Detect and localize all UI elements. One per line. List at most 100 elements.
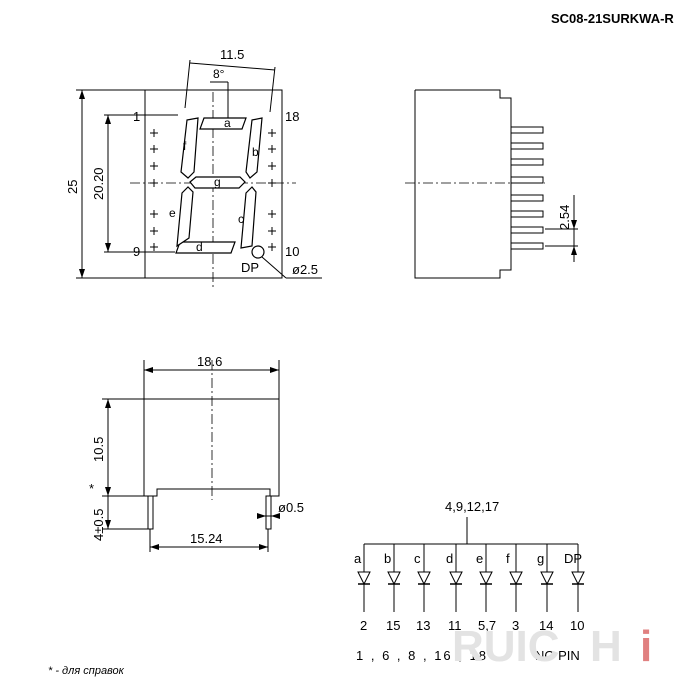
logo-text-b: H <box>590 622 622 671</box>
pd-arrow-left <box>257 513 266 519</box>
pin-9-label: 9 <box>133 244 140 259</box>
diode-DP: DP 10 <box>564 544 585 633</box>
diode-segment-label: d <box>446 551 453 566</box>
diode-segment-label: DP <box>564 551 582 566</box>
diode-e: e 5,7 <box>476 544 496 633</box>
diode-pin-label: 11 <box>448 618 462 633</box>
diode-segment-label: f <box>506 551 510 566</box>
pin-markers <box>150 129 276 251</box>
side-pin <box>510 210 544 218</box>
pin-plus-marker <box>268 162 276 170</box>
diode-segment-label: b <box>384 551 391 566</box>
common-pins-label: 4,9,12,17 <box>445 499 499 514</box>
side-pin <box>510 158 544 166</box>
pin-plus-marker <box>150 145 158 153</box>
footnote: * - для справок <box>48 665 125 677</box>
logo-text-c: i <box>640 622 652 671</box>
digit-arrow-bottom <box>105 243 111 252</box>
dp-dim-label: ø2.5 <box>292 262 318 277</box>
rs-arrow-right <box>259 544 268 550</box>
diode-pin-label: 5,7 <box>478 618 496 633</box>
digit-dim-label: 20.20 <box>91 167 106 200</box>
width-ext-right <box>269 66 276 113</box>
diode-segment-label: e <box>476 551 483 566</box>
seg-g-label: g <box>214 175 221 189</box>
bh-arrow-top <box>105 399 111 408</box>
pin-1-label: 1 <box>133 109 140 124</box>
segment-f <box>180 117 199 179</box>
decimal-point <box>251 245 265 259</box>
pin-plus-marker <box>268 145 276 153</box>
diode-c: c 13 <box>414 544 431 633</box>
bw-arrow-right <box>270 367 279 373</box>
bottom-pin-right <box>265 495 272 530</box>
nc-pins-label: 1 , 6 , 8 , 16 , 18 <box>356 648 488 663</box>
side-view: 2.54 <box>405 89 578 279</box>
diode-b: b 15 <box>384 544 401 633</box>
diode-d: d 11 <box>446 544 463 633</box>
seg-e-label: e <box>169 206 176 220</box>
diode-pin-label: 14 <box>539 618 553 633</box>
pin-10-label: 10 <box>285 244 299 259</box>
segment-g <box>189 176 246 189</box>
side-body-outline <box>414 89 512 279</box>
height-arrow-bottom <box>79 269 85 278</box>
rs-arrow-left <box>150 544 159 550</box>
diode-segment-label: c <box>414 551 421 566</box>
width-dim-label: 11.5 <box>220 47 244 62</box>
pin-plus-marker <box>150 129 158 137</box>
side-pins <box>510 126 544 250</box>
diode-pin-label: 13 <box>416 618 430 633</box>
dp-leader <box>261 256 287 279</box>
seg-f-label: f <box>183 139 187 153</box>
front-body-outline <box>144 89 283 279</box>
part-number-title: SC08-21SURKWA-R <box>551 11 674 26</box>
pitch-dim-label: 2.54 <box>557 205 572 230</box>
front-view: 11.5 8° 25 20.20 1 9 18 10 <box>65 47 322 290</box>
pin-plus-marker <box>150 179 158 187</box>
seg-a-label: a <box>224 116 231 130</box>
diode-segment-label: a <box>354 551 362 566</box>
side-pin <box>510 126 544 134</box>
pin-plus-marker <box>268 210 276 218</box>
diode-pin-label: 2 <box>360 618 367 633</box>
side-pin <box>510 176 544 184</box>
diode-pin-label: 10 <box>570 618 584 633</box>
bh-dim-label: 10.5 <box>91 437 106 462</box>
pd-arrow-right <box>271 513 280 519</box>
bottom-view: 18.6 10.5 4±0.5 * ø0.5 15.24 <box>89 354 304 552</box>
seg-b-label: b <box>252 145 259 159</box>
bw-dim-label: 18.6 <box>197 354 222 369</box>
diode-f: f3 <box>506 544 523 633</box>
side-pin <box>510 242 544 250</box>
bottom-body-outline <box>143 398 280 497</box>
height-arrow-top <box>79 90 85 99</box>
segment-d <box>175 241 236 254</box>
side-pin <box>510 194 544 202</box>
pin-plus-marker <box>150 210 158 218</box>
diode-pin-label: 15 <box>386 618 400 633</box>
segment-b <box>245 117 263 179</box>
pin-plus-marker <box>268 227 276 235</box>
pd-dim-label: ø0.5 <box>278 500 304 515</box>
side-pin <box>510 226 544 234</box>
nc-label: NO PIN <box>535 648 580 663</box>
logo-text-a: RUIC <box>452 622 560 671</box>
pitch-arrow-top <box>571 220 577 229</box>
pin-plus-marker <box>150 243 158 251</box>
pin-plus-marker <box>268 179 276 187</box>
logo: RUIC H i <box>452 622 652 671</box>
angle-label: 8° <box>213 67 225 81</box>
diode-pin-label: 3 <box>512 618 519 633</box>
seg-c-label: c <box>238 212 244 226</box>
pin-plus-marker <box>150 227 158 235</box>
segment-c <box>240 186 257 249</box>
pin-plus-marker <box>150 162 158 170</box>
width-ext-left <box>184 59 191 109</box>
pin-plus-marker <box>268 243 276 251</box>
pl-arrow-bottom <box>105 520 111 529</box>
side-pin <box>510 142 544 150</box>
